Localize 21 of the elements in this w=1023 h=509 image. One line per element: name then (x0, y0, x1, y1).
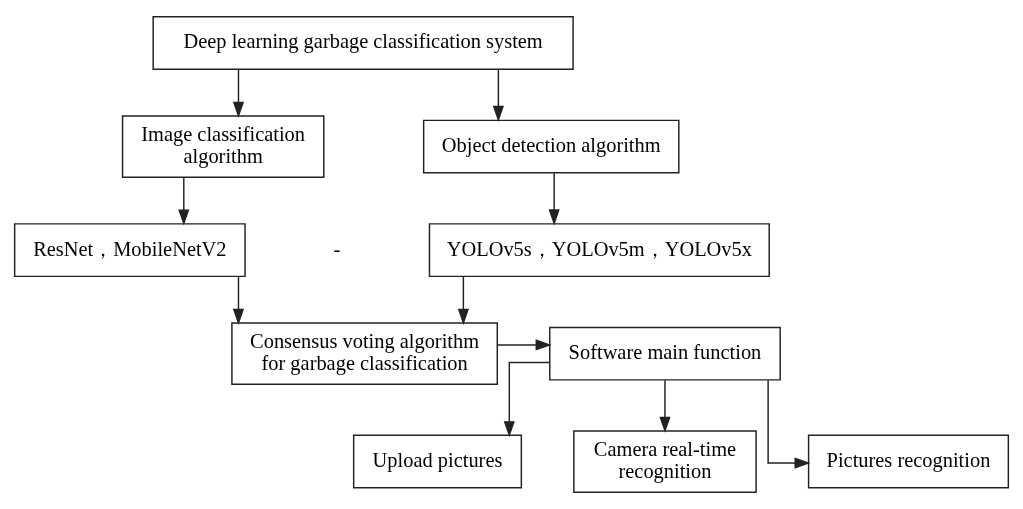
node-box: Deep learning garbage classification system (152, 16, 574, 71)
arrow (548, 172, 560, 226)
arrow (457, 276, 469, 325)
node-box: Pictures recognition (807, 434, 1010, 489)
label: - (333, 237, 341, 260)
node-box: Camera real-time recognition (573, 430, 757, 493)
node-box: Consensus voting algorithm for garbage classification (231, 322, 498, 385)
arrow (492, 69, 504, 122)
arrow (659, 379, 671, 433)
arrow (767, 379, 811, 469)
node-box: ResNet，MobileNetV2 (13, 223, 246, 278)
arrow (496, 339, 552, 351)
node-box: YOLOv5s，YOLOv5m，YOLOv5x (428, 223, 770, 278)
arrow (503, 361, 551, 438)
arrow (232, 69, 245, 118)
node-box: Image classification algorithm (121, 115, 325, 178)
node-box: Software main function (549, 326, 781, 381)
arrow (232, 276, 245, 325)
node-box: Object detection algorithm (422, 119, 680, 174)
arrow (178, 176, 190, 226)
node-box: Upload pictures (352, 434, 523, 489)
